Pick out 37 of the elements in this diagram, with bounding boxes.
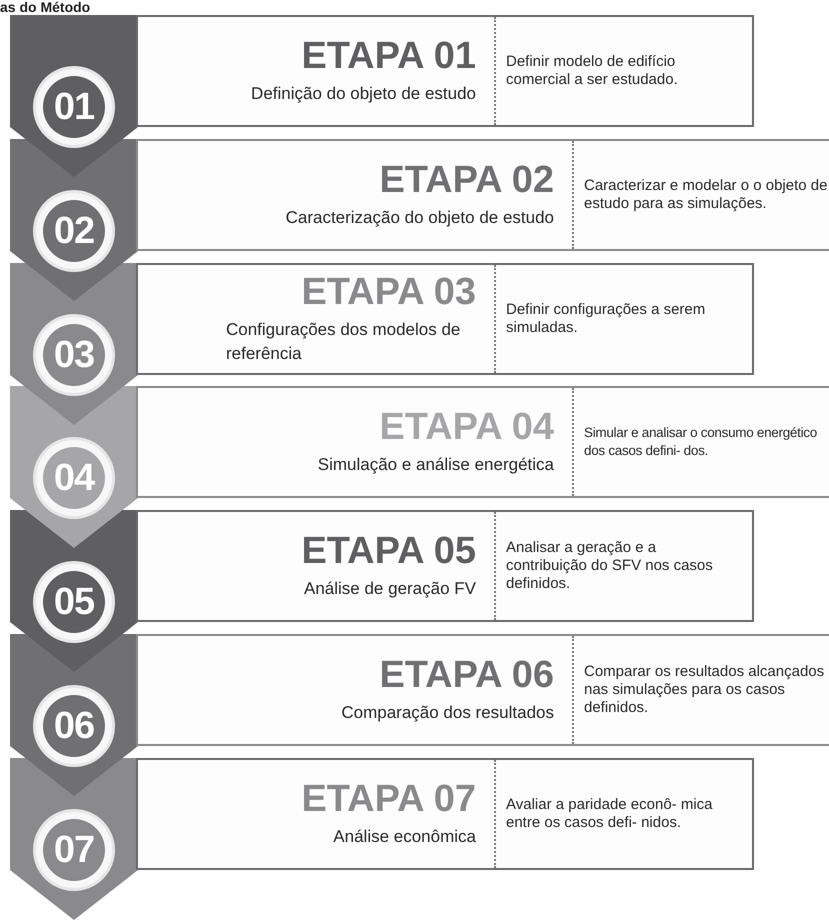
step-number: 01 (52, 85, 96, 129)
step-number: 03 (52, 332, 96, 377)
step-title: ETAPA 03 (301, 272, 476, 312)
step-description: Caracterizar e modelar o o objeto de estudo para as simulações. (584, 176, 828, 213)
step-box (136, 634, 829, 746)
chevron-band (10, 758, 138, 920)
step-box (136, 758, 754, 870)
step-number: 02 (52, 208, 96, 253)
step-description: Definir configurações a serem simuladas. (506, 300, 706, 337)
step-description: Simular e analisar o consumo energético dos casos defini- dos. (584, 424, 818, 460)
step-description: Avaliar a paridade econô- mica entre os casos defi- nidos. (506, 796, 714, 832)
step-subtitle: Análise de geração FV (304, 578, 476, 600)
step-description: Definir modelo de edifício comercial a ser estudado. (506, 53, 679, 89)
step-box (136, 262, 754, 375)
step-number: 04 (52, 456, 96, 500)
step-subtitle: Definição do objeto de estudo (251, 83, 476, 105)
step-title: ETAPA 06 (379, 655, 554, 695)
step-number: 07 (52, 828, 96, 872)
step-description: Comparar os resultados alcançados nas simulações para os casos definidos. (584, 663, 826, 717)
step-title: ETAPA 01 (301, 36, 476, 76)
step-title: ETAPA 05 (301, 531, 476, 572)
step-subtitle: Caracterização do objeto de estudo (286, 206, 554, 229)
step-box (136, 138, 829, 251)
step-title: ETAPA 04 (379, 407, 554, 448)
step-title: ETAPA 02 (379, 160, 554, 200)
heading: as do Método (0, 0, 90, 15)
step-number: 05 (52, 580, 96, 624)
step-subtitle: Simulação e análise energética (318, 454, 554, 476)
step-subtitle: Comparação dos resultados (341, 702, 554, 724)
step-title: ETAPA 07 (301, 778, 476, 819)
step-box (136, 15, 754, 127)
step-number: 06 (52, 704, 96, 748)
step-box (136, 510, 754, 622)
step-subtitle: Configurações dos modelos de referência (226, 318, 462, 365)
step-box (136, 386, 829, 498)
step-subtitle: Análise econômica (333, 826, 476, 848)
step-description: Analisar a geração e a contribuição do SFV nos casos definidos. (506, 539, 714, 594)
